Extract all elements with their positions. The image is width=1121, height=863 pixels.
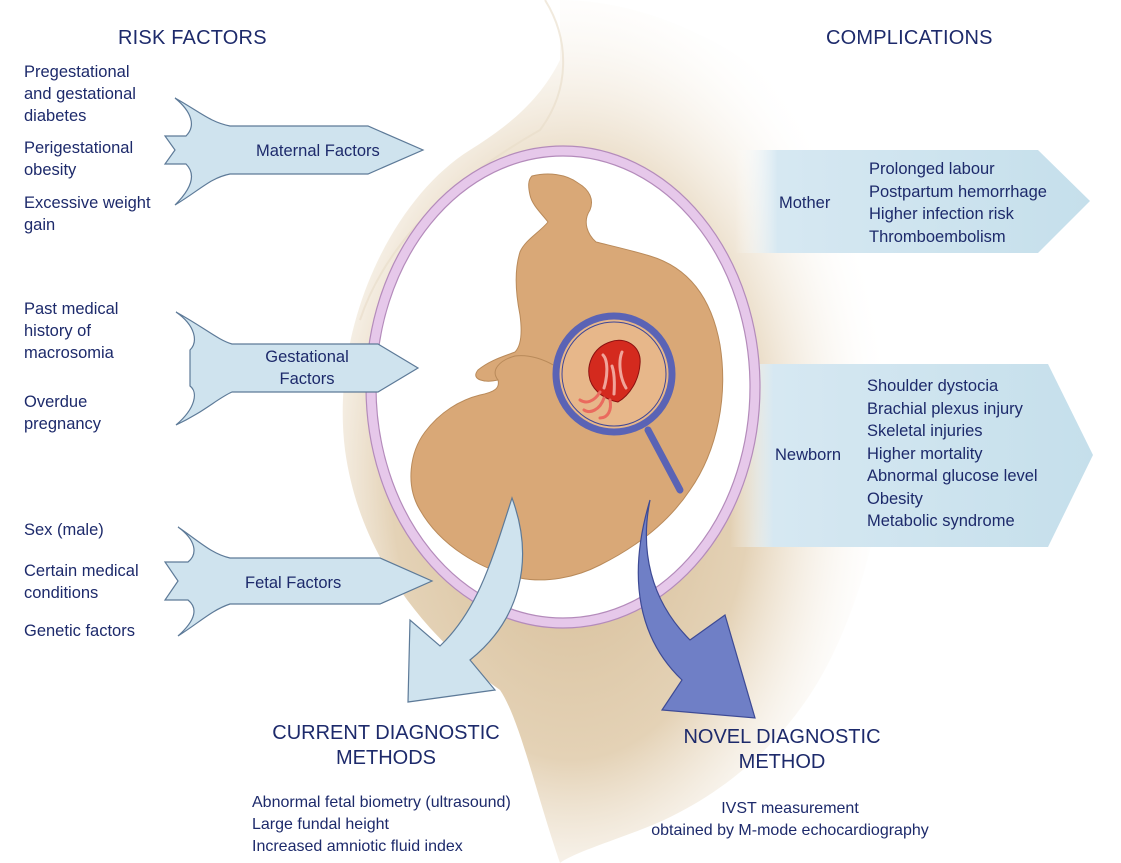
risk-factor-item: Overdue pregnancy	[24, 393, 102, 433]
list-item: Brachial plexus injury	[867, 399, 1023, 418]
list-item: Large fundal height	[252, 816, 389, 833]
heart-vessels	[578, 390, 612, 420]
list-item: Metabolic syndrome	[867, 512, 1015, 530]
risk-factor-item: Perigestational obesity	[24, 139, 134, 179]
list-item: Prolonged labour	[869, 160, 995, 178]
novel-method-arrow	[637, 499, 756, 719]
list-item: Shoulder dystocia	[867, 377, 999, 395]
newborn-complication-arrow	[730, 364, 1093, 547]
list-item: Higher mortality	[867, 444, 983, 463]
magnifier-handle	[644, 426, 684, 494]
fetal-factors-arrow	[163, 526, 434, 637]
gestational-factors-label: Gestational Factors	[265, 348, 349, 388]
gestational-factors-arrow	[175, 311, 420, 426]
mother-label: Mother	[779, 194, 831, 212]
maternal-factors-arrow	[163, 97, 425, 206]
risk-factors-heading: RISK FACTORS	[118, 27, 267, 49]
fetal-factors-label: Fetal Factors	[245, 574, 342, 592]
current-methods-list: Abnormal fetal biometry (ultrasound) Lar…	[252, 792, 511, 858]
complications-heading: COMPLICATIONS	[826, 27, 993, 49]
list-item: Abnormal glucose level	[867, 467, 1038, 485]
current-methods-title: CURRENT DIAGNOSTIC METHODS	[272, 722, 500, 769]
risk-factor-item: Past medical history of macrosomia	[24, 300, 119, 362]
list-item: IVST measurement	[721, 800, 859, 817]
list-item: obtained by M-mode echocardiography	[651, 822, 929, 839]
risk-factor-item: Genetic factors	[24, 622, 135, 640]
novel-method-title: NOVEL DIAGNOSTIC METHOD	[683, 726, 881, 773]
mother-complication-list: Prolonged labour Postpartum hemorrhage H…	[869, 158, 1047, 248]
mother-complication-arrow	[735, 150, 1090, 253]
list-item: Skeletal injuries	[867, 422, 983, 440]
risk-factor-item: Sex (male)	[24, 521, 104, 539]
newborn-label: Newborn	[775, 446, 842, 464]
current-methods-arrow	[407, 496, 524, 703]
newborn-complication-list: Shoulder dystocia Brachial plexus injury…	[867, 375, 1038, 533]
list-item: Abnormal fetal biometry (ultrasound)	[252, 794, 511, 811]
list-item: Obesity	[867, 489, 923, 508]
list-item: Higher infection risk	[869, 205, 1014, 223]
list-item: Postpartum hemorrhage	[869, 182, 1047, 201]
magnifier-lens-inner	[561, 321, 667, 427]
novel-method-list: IVST measurement obtained by M-mode echo…	[620, 798, 960, 842]
risk-factor-item: Certain medical conditions	[24, 562, 139, 602]
fetus-arm	[494, 355, 556, 381]
risk-factor-item: Pregestational and gestational diabetes	[24, 63, 136, 125]
risk-factor-item: Excessive weight gain	[24, 194, 151, 234]
heart-chambers	[601, 350, 628, 396]
list-item: Increased amniotic fluid index	[252, 838, 463, 855]
abdomen-back-edge	[359, 0, 565, 321]
list-item: Thromboembolism	[869, 227, 1006, 246]
maternal-factors-label: Maternal Factors	[256, 142, 380, 160]
